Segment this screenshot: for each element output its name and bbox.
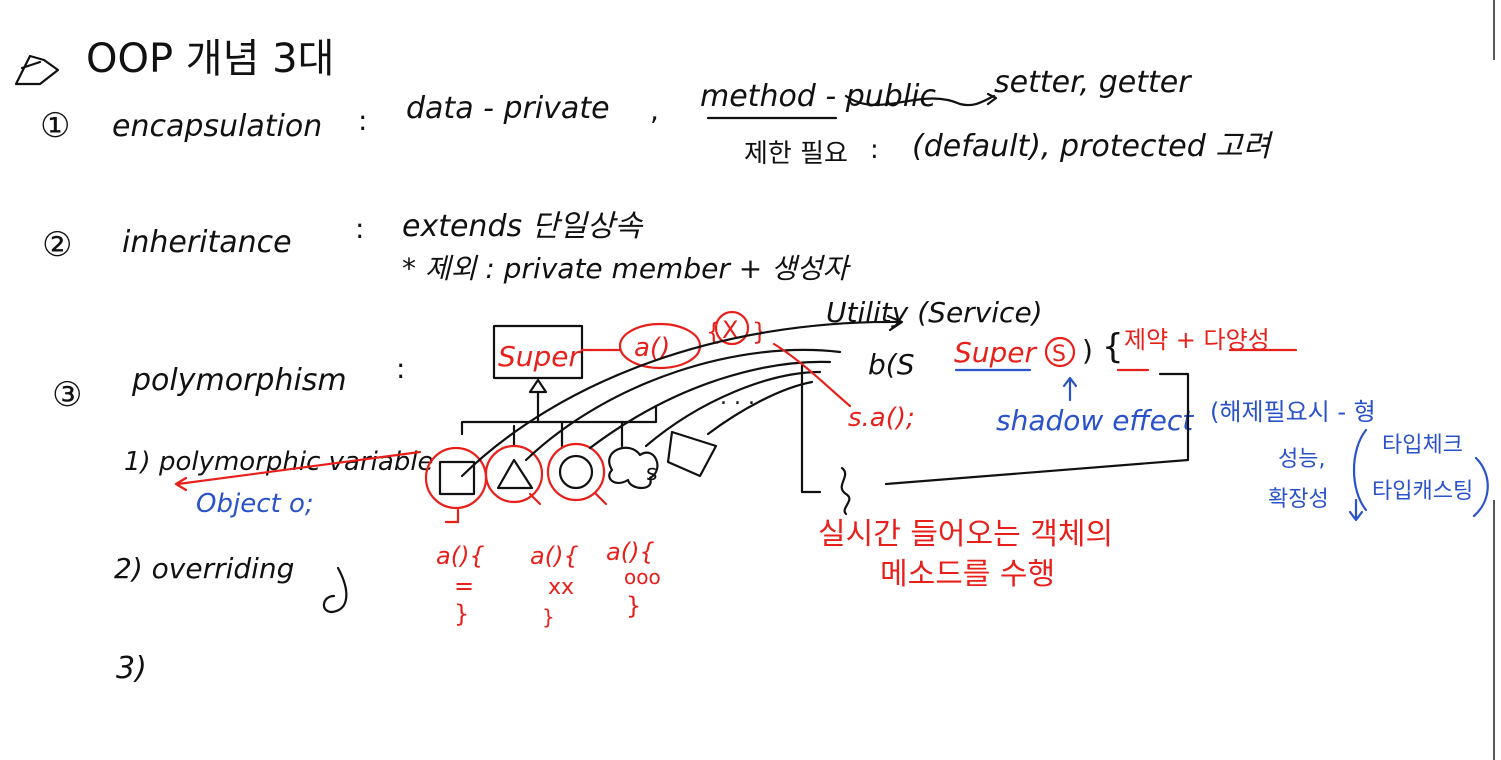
colon: : bbox=[870, 135, 879, 165]
pencil-icon bbox=[14, 54, 60, 86]
shadow-effect-label: shadow effect bbox=[996, 404, 1194, 437]
up-arrow-icon bbox=[1062, 376, 1078, 402]
square-shape-icon bbox=[438, 460, 476, 496]
brace: } bbox=[752, 318, 767, 346]
super-label: Super bbox=[498, 340, 582, 373]
colon: : bbox=[358, 104, 367, 137]
comma: , bbox=[650, 94, 659, 127]
square-subclass-circle bbox=[424, 446, 488, 510]
quad-shape-icon bbox=[666, 430, 718, 478]
call-arc bbox=[524, 348, 842, 462]
circle-shape-icon bbox=[558, 454, 594, 490]
child-body-triangle: xx bbox=[548, 575, 574, 600]
page-title: OOP 개념 3대 bbox=[86, 36, 334, 82]
item-3: 3) bbox=[116, 651, 147, 686]
down-arrow-icon bbox=[1348, 498, 1364, 522]
triangle-subclass-circle bbox=[484, 444, 544, 504]
b-call-param: S bbox=[1052, 342, 1066, 367]
ellipsis: . . . bbox=[720, 385, 755, 410]
section-number: ② bbox=[42, 225, 72, 265]
x-circle bbox=[714, 310, 750, 346]
child-method-circle: a(){ bbox=[606, 538, 655, 566]
bracket-left bbox=[1352, 428, 1368, 512]
red-arrow-icon bbox=[174, 450, 422, 492]
accessors: setter, getter bbox=[994, 65, 1192, 100]
access-modifiers: (default), protected 고려 bbox=[912, 129, 1273, 164]
polymorphism-term: polymorphism bbox=[131, 363, 347, 398]
data-rule: data - private bbox=[406, 91, 610, 126]
cloud-shape-icon bbox=[608, 446, 659, 490]
call-arc bbox=[588, 360, 832, 450]
x-mark: X bbox=[722, 316, 738, 344]
s-label: s bbox=[646, 461, 657, 486]
child-method-square: a(){ bbox=[436, 542, 485, 570]
type-check-label: 타입체크 bbox=[1382, 433, 1463, 458]
type-cast-label: 타입캐스팅 bbox=[1372, 479, 1473, 504]
s-call: s.a(); bbox=[848, 403, 915, 433]
runtime-note-line1: 실시간 들어오는 객체의 bbox=[818, 517, 1113, 552]
circle-subclass-circle bbox=[546, 442, 606, 502]
b-call-close: ) bbox=[1082, 334, 1093, 367]
child-body-square: = bbox=[454, 572, 474, 600]
overriding-item: 2) overriding bbox=[114, 552, 294, 585]
colon: : bbox=[396, 352, 405, 385]
b-call-type: Super bbox=[954, 336, 1038, 369]
wavy-arrow-icon bbox=[844, 92, 998, 107]
s-param-circle bbox=[1044, 336, 1076, 368]
section-number: ③ bbox=[52, 375, 82, 415]
inheritance-term: inheritance bbox=[122, 225, 292, 260]
call-arc bbox=[460, 314, 904, 478]
call-arc bbox=[644, 370, 822, 448]
child-close-triangle: } bbox=[542, 605, 555, 629]
restriction-label: 제한 필요 bbox=[744, 139, 848, 169]
triangle-shape-icon bbox=[496, 458, 534, 490]
release-note: (해제필요시 - 형 bbox=[1210, 398, 1376, 426]
super-class-box bbox=[492, 324, 584, 380]
extensibility-label: 확장성 bbox=[1268, 487, 1329, 512]
bracket-line bbox=[800, 364, 822, 494]
b-call-prefix: b(S bbox=[868, 348, 914, 381]
utility-label: Utility (Service) bbox=[826, 296, 1043, 329]
exception-note: * 제외 : private member + 생성자 bbox=[402, 252, 852, 285]
child-close-circle: } bbox=[626, 592, 641, 620]
performance-label: 성능, bbox=[1278, 447, 1325, 472]
child-body-circle: ooo bbox=[624, 565, 661, 589]
inheritance-arrow-icon bbox=[460, 378, 658, 436]
method-rule: method - public bbox=[700, 79, 937, 114]
extends-note: extends 단일상속 bbox=[402, 209, 643, 244]
encapsulation-term: encapsulation bbox=[112, 109, 322, 144]
polymorphic-variable-item: 1) polymorphic variable bbox=[124, 447, 434, 477]
object-declaration: Object o; bbox=[196, 489, 314, 519]
scribble-mark bbox=[322, 566, 348, 614]
colon: : bbox=[355, 212, 364, 245]
bracket-right bbox=[1472, 456, 1489, 518]
bracket-line bbox=[884, 372, 1190, 486]
child-method-triangle: a(){ bbox=[530, 542, 579, 570]
child-close-square: } bbox=[454, 600, 469, 628]
section-number: ① bbox=[40, 106, 70, 146]
brace: { bbox=[706, 318, 721, 346]
brace: { bbox=[1102, 327, 1124, 367]
down-arrow-icon bbox=[444, 508, 460, 524]
tick-marks bbox=[528, 492, 608, 506]
super-method: a() bbox=[634, 333, 670, 363]
red-curve bbox=[772, 342, 852, 408]
scribble-brace bbox=[840, 466, 851, 516]
runtime-note-line2: 메소드를 수행 bbox=[880, 557, 1055, 592]
